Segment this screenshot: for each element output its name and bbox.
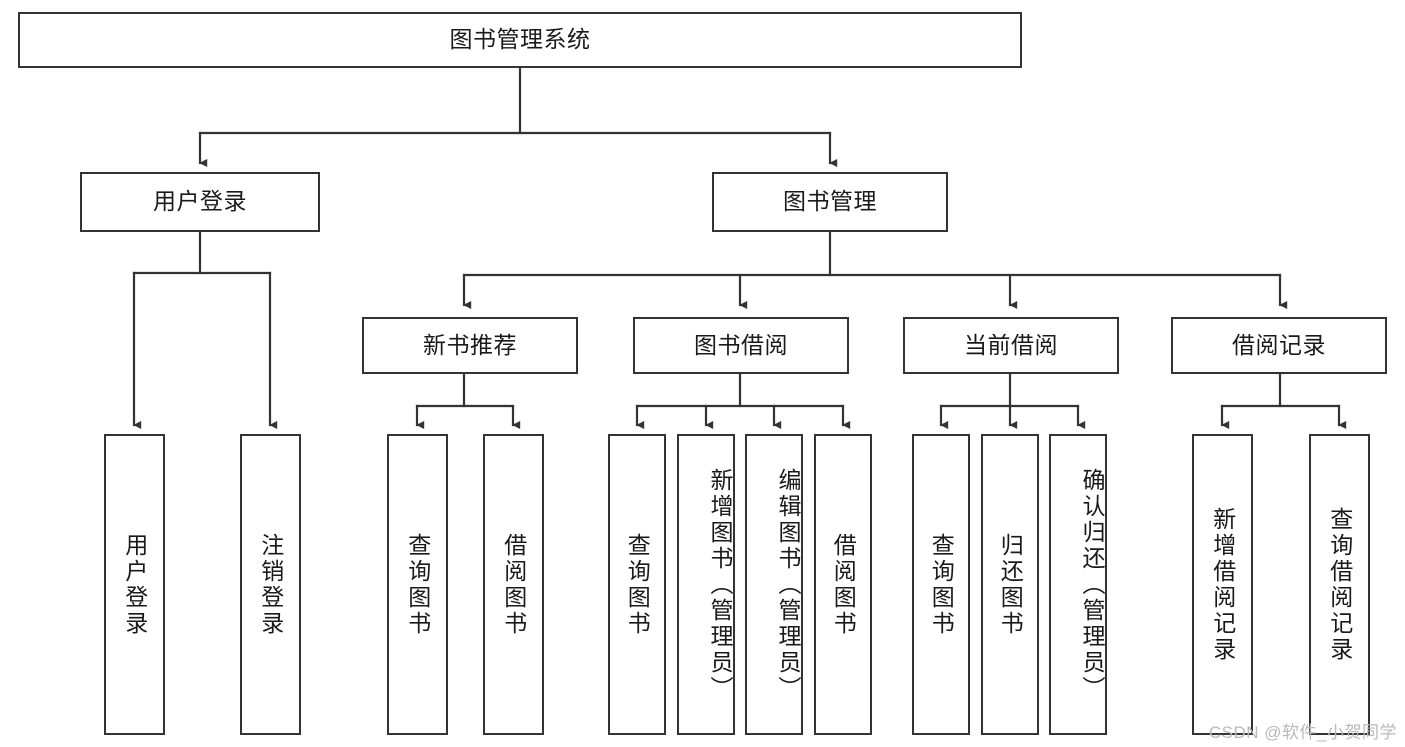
node-current-borrow[interactable]: 当前借阅 <box>903 317 1119 374</box>
leaf-return-book[interactable]: 归还图书 <box>981 434 1039 735</box>
node-label: 新增借阅记录 <box>1209 506 1236 663</box>
node-label: 查询图书 <box>928 532 955 637</box>
node-new-book-recommend[interactable]: 新书推荐 <box>362 317 578 374</box>
node-user-login[interactable]: 用户登录 <box>80 172 320 232</box>
leaf-query-borrow-record[interactable]: 查询借阅记录 <box>1309 434 1370 735</box>
node-label: 查询图书 <box>624 532 651 637</box>
node-label: 图书管理 <box>783 188 877 215</box>
leaf-add-borrow-record[interactable]: 新增借阅记录 <box>1192 434 1253 735</box>
leaf-borrow-book[interactable]: 借阅图书 <box>814 434 872 735</box>
leaf-confirm-return-admin[interactable]: 确认归还（管理员） <box>1049 434 1107 735</box>
node-label: 当前借阅 <box>964 331 1058 358</box>
leaf-user-login[interactable]: 用户登录 <box>104 434 165 735</box>
node-label: 借阅图书 <box>830 532 857 637</box>
leaf-edit-book-admin[interactable]: 编辑图书（管理员） <box>745 434 803 735</box>
node-label: 查询图书 <box>404 532 431 637</box>
watermark-text: CSDN @软件_小贺同学 <box>1208 723 1397 742</box>
node-label: 用户登录 <box>153 188 247 215</box>
leaf-borrow-book-recommend[interactable]: 借阅图书 <box>483 434 544 735</box>
node-label: 归还图书 <box>997 532 1024 637</box>
node-label: 用户登录 <box>121 532 148 637</box>
node-label: 图书借阅 <box>694 331 788 358</box>
node-label: 新增图书（管理员） <box>707 467 733 702</box>
node-book-borrow[interactable]: 图书借阅 <box>633 317 849 374</box>
leaf-query-book-current[interactable]: 查询图书 <box>912 434 970 735</box>
leaf-query-book-recommend[interactable]: 查询图书 <box>387 434 448 735</box>
node-label: 借阅图书 <box>500 532 527 637</box>
node-book-management[interactable]: 图书管理 <box>712 172 948 232</box>
leaf-query-book-borrow[interactable]: 查询图书 <box>608 434 666 735</box>
node-root-system[interactable]: 图书管理系统 <box>18 12 1022 68</box>
node-label: 查询借阅记录 <box>1326 506 1353 663</box>
node-label: 图书管理系统 <box>449 26 591 53</box>
node-label: 借阅记录 <box>1232 331 1326 358</box>
node-label: 确认归还（管理员） <box>1079 467 1105 702</box>
node-label: 编辑图书（管理员） <box>775 467 801 702</box>
leaf-add-book-admin[interactable]: 新增图书（管理员） <box>677 434 735 735</box>
node-label: 注销登录 <box>257 532 284 637</box>
node-borrow-record[interactable]: 借阅记录 <box>1171 317 1387 374</box>
node-label: 新书推荐 <box>423 331 517 358</box>
leaf-logout[interactable]: 注销登录 <box>240 434 301 735</box>
